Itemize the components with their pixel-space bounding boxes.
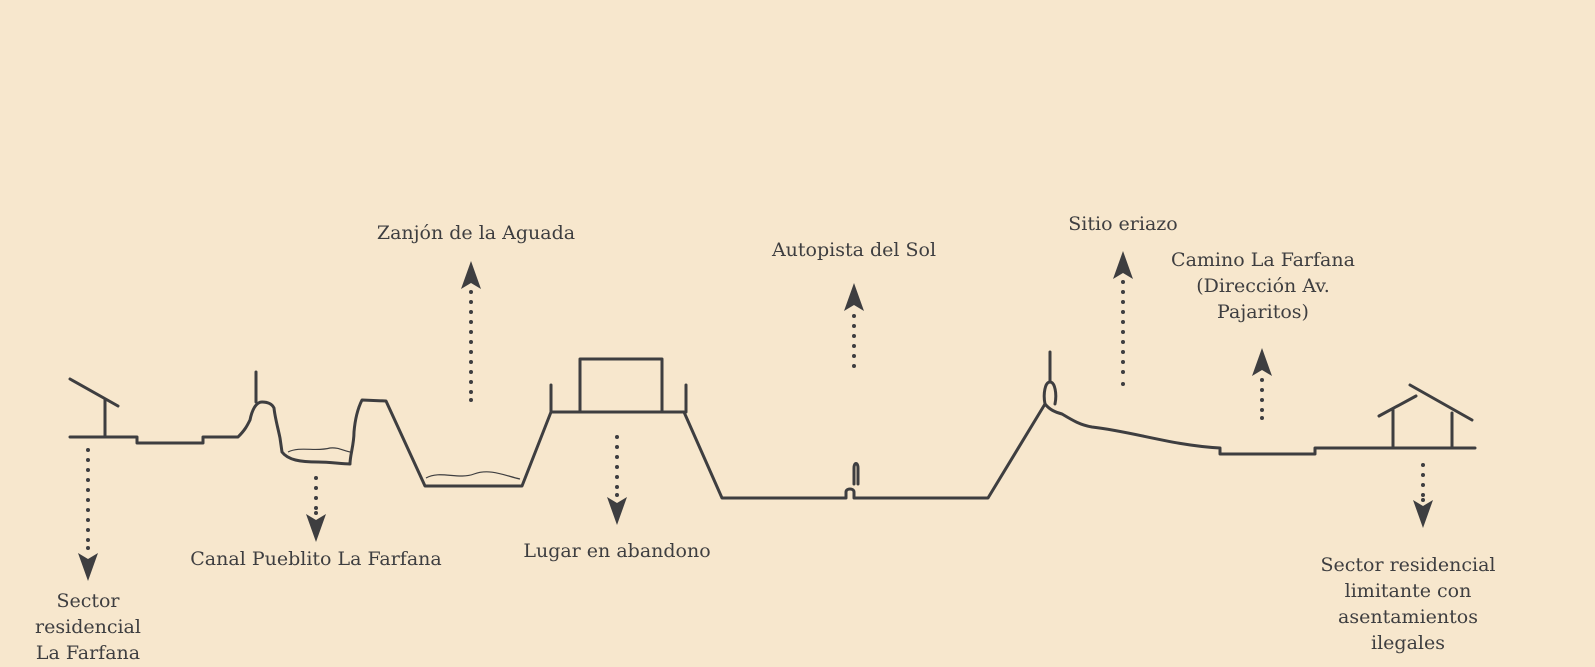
ground-profile [68,398,1477,500]
arrow-up-icon [1113,251,1133,386]
label-zanjon: Zanjón de la Aguada [376,222,576,244]
arrow-up-icon [844,283,864,368]
arrow-down-icon [1413,463,1433,528]
arrow-up-icon [1252,348,1272,420]
label-sector-right: Sector residencial limitante con asentam… [1320,554,1496,654]
road-marker-icon [852,462,860,486]
arrow-down-icon [607,435,627,525]
canal-water [287,447,351,453]
label-camino: Camino La Farfana (Dirección Av. Pajarit… [1171,249,1355,323]
arrow-down-icon [78,448,98,581]
label-sector-left: Sector residencial La Farfana [35,590,141,664]
utility-pole-icon [1042,350,1058,406]
label-autopista: Autopista del Sol [771,239,937,261]
label-sitio-eriazo: Sitio eriazo [1068,213,1178,235]
arrow-up-icon [461,261,481,402]
right-house-icon [1377,383,1474,450]
zanjon-water [425,471,521,480]
label-lugar: Lugar en abandono [523,540,711,562]
arrow-down-icon [306,476,326,542]
abandoned-building-icon [578,357,664,414]
label-canal: Canal Pueblito La Farfana [190,548,442,570]
left-house-icon [68,377,120,439]
